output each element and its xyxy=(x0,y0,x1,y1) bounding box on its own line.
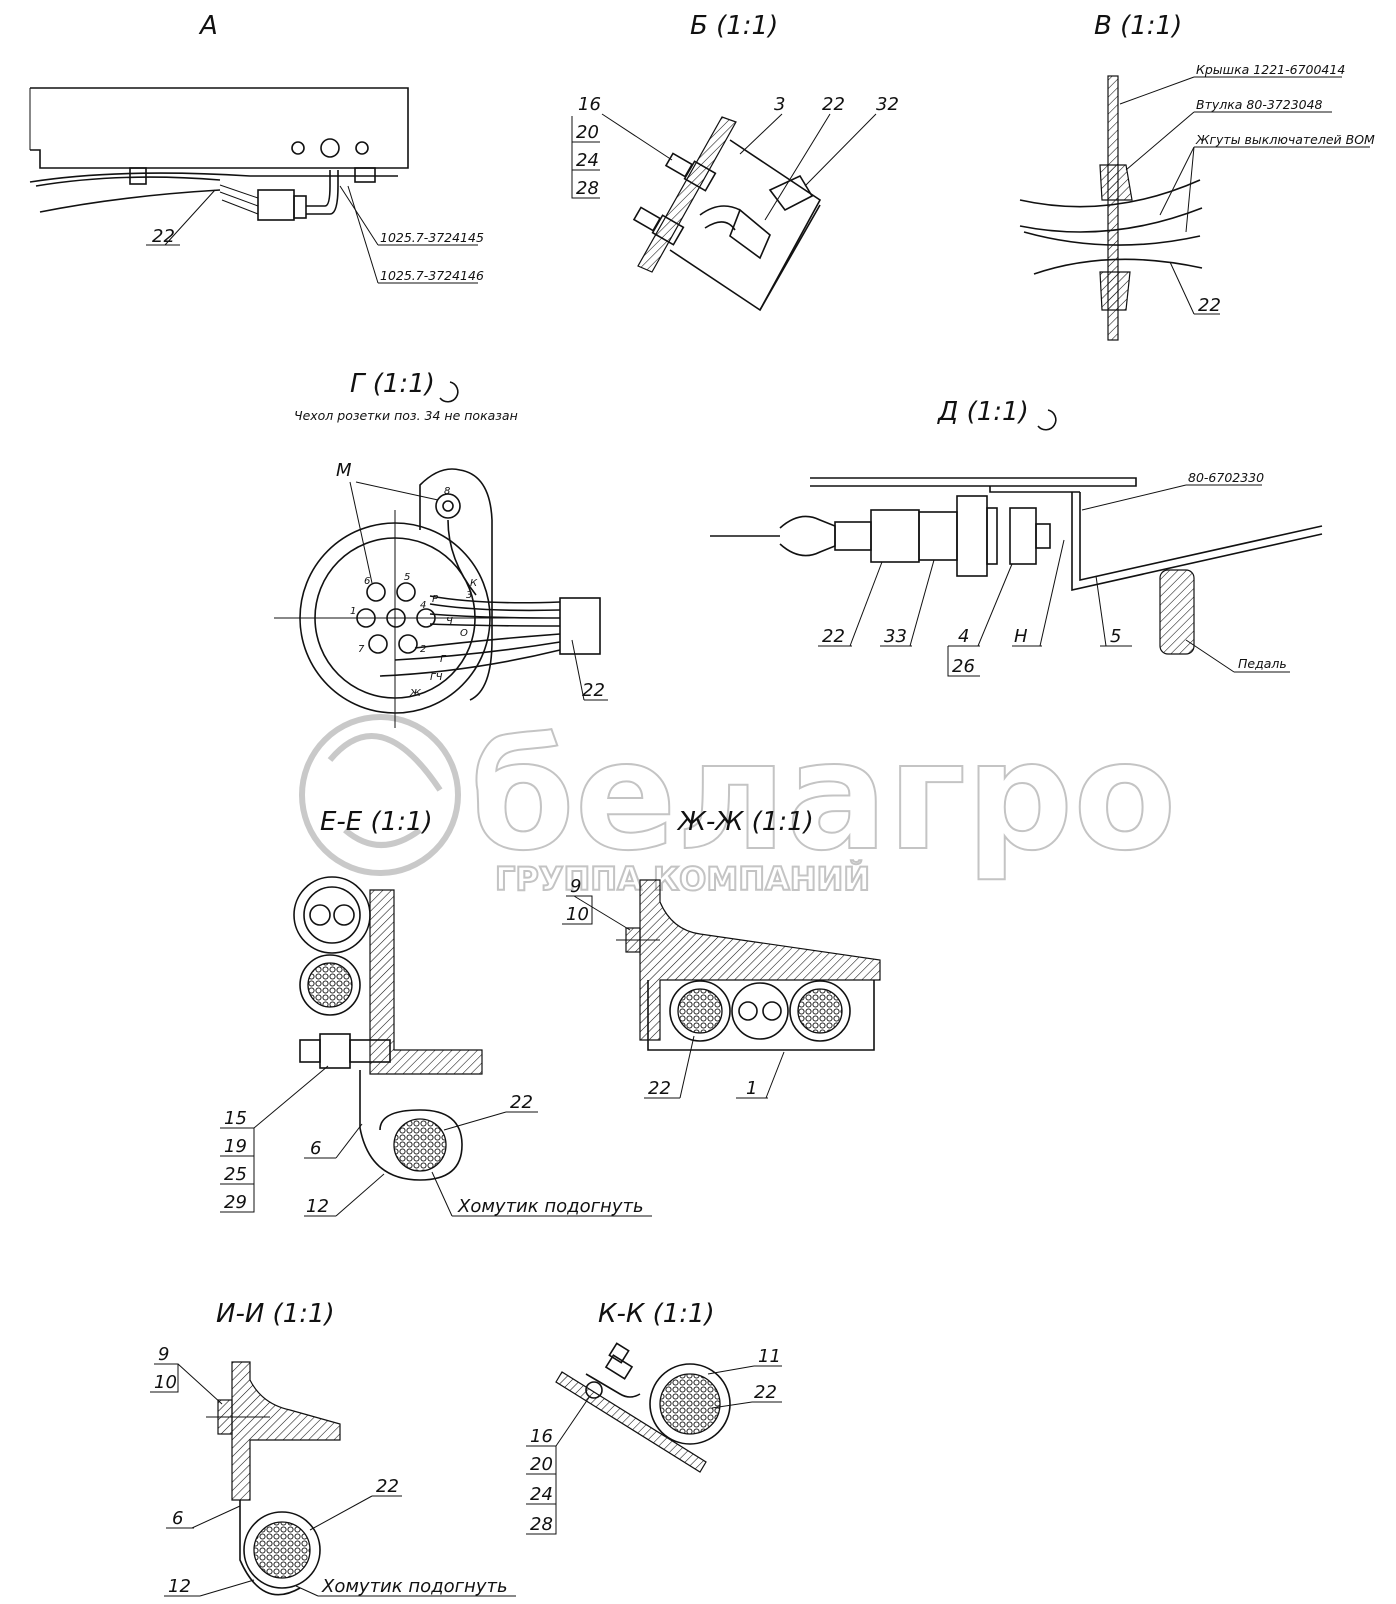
view-ii-label-22: 22 xyxy=(376,1476,399,1497)
view-a-label-22: 22 xyxy=(152,226,175,247)
wire-zh: Ж xyxy=(409,688,422,699)
pin-2: 2 xyxy=(420,644,426,655)
wire-g: Г xyxy=(440,654,447,665)
view-b-label-3: 3 xyxy=(774,94,785,115)
view-d-label-22: 22 xyxy=(822,626,845,647)
view-g-label-m: М xyxy=(336,460,352,481)
view-d-label-26: 26 xyxy=(952,656,975,677)
view-b: Б (1:1) 16 20 24 28 3 22 32 xyxy=(571,11,899,312)
view-zhzh-label-1: 1 xyxy=(746,1078,757,1099)
pin-4: 4 xyxy=(420,600,426,611)
rotation-icon xyxy=(439,381,459,403)
view-ee: Е-Е (1:1) 15 19 25 29 6 12 22 Хомутик по… xyxy=(220,807,652,1217)
view-ee-label-19: 19 xyxy=(224,1136,247,1157)
view-ii-label-6: 6 xyxy=(172,1508,183,1529)
view-zhzh: Ж-Ж (1:1) 9 10 22 1 xyxy=(562,807,881,1099)
view-g: Г (1:1) Чехол розетки поз. 34 не показан… xyxy=(274,369,608,728)
view-zhzh-label-9: 9 xyxy=(570,876,581,897)
view-b-title: Б (1:1) xyxy=(690,11,778,41)
pin-1: 1 xyxy=(350,606,356,617)
view-a-part-2: 1025.7-3724146 xyxy=(380,268,484,283)
view-ii: И-И (1:1) 9 10 6 12 22 Хомутик подогнуть xyxy=(150,1299,516,1597)
view-b-label-32: 32 xyxy=(876,94,899,115)
pin-8: 8 xyxy=(444,486,450,497)
view-d-label-33: 33 xyxy=(884,626,907,647)
view-ee-note: Хомутик подогнуть xyxy=(457,1196,644,1217)
view-d-label-5: 5 xyxy=(1110,626,1121,647)
view-ee-label-25: 25 xyxy=(224,1164,247,1185)
view-a-part-1: 1025.7-3724145 xyxy=(380,230,484,245)
wire-o: О xyxy=(460,628,468,639)
view-ee-label-22: 22 xyxy=(510,1092,533,1113)
wire-ch: Ч xyxy=(446,616,453,627)
view-ii-title: И-И (1:1) xyxy=(216,1299,335,1329)
view-ee-label-15: 15 xyxy=(224,1108,247,1129)
pin-3: 3 xyxy=(466,590,472,601)
view-kk-label-20: 20 xyxy=(530,1454,553,1475)
view-v: В (1:1) Крышка 1221-6700414 Втулка 80-37… xyxy=(1019,11,1375,341)
view-a: А 22 1025.7-3724145 1025.7-3724146 xyxy=(29,11,484,284)
view-b-label-20: 20 xyxy=(576,122,599,143)
view-zhzh-label-10: 10 xyxy=(566,904,589,925)
watermark-sub: ГРУППА КОМПАНИЙ xyxy=(495,860,870,898)
view-ii-label-9: 9 xyxy=(158,1344,169,1365)
view-ii-note: Хомутик подогнуть xyxy=(321,1576,508,1597)
watermark-brand: белагро xyxy=(470,710,1176,884)
view-kk-label-16: 16 xyxy=(530,1426,553,1447)
view-v-title: В (1:1) xyxy=(1094,11,1182,41)
wire-r: Р xyxy=(432,594,439,605)
view-ee-label-29: 29 xyxy=(224,1192,247,1213)
pin-7: 7 xyxy=(358,644,365,655)
view-g-title: Г (1:1) xyxy=(350,369,435,399)
view-kk-label-28: 28 xyxy=(530,1514,553,1535)
view-g-label-22: 22 xyxy=(582,680,605,701)
view-v-sleeve: Втулка 80-3723048 xyxy=(1196,97,1323,112)
view-d-title: Д (1:1) xyxy=(937,397,1029,427)
view-kk: К-К (1:1) 11 22 16 20 24 28 xyxy=(526,1299,782,1535)
view-ii-label-12: 12 xyxy=(168,1576,191,1597)
view-zhzh-title: Ж-Ж (1:1) xyxy=(676,807,814,837)
view-b-label-16: 16 xyxy=(578,94,601,115)
view-v-cover: Крышка 1221-6700414 xyxy=(1196,62,1345,77)
view-d-label-4: 4 xyxy=(958,626,969,647)
view-d: Д (1:1) 80-6702330 22 33 4 26 Н 5 xyxy=(710,397,1323,677)
wire-gch: ГЧ xyxy=(430,672,443,683)
view-v-label-22: 22 xyxy=(1198,295,1221,316)
pin-6: 6 xyxy=(364,576,370,587)
watermark-logo: белагро ГРУППА КОМПАНИЙ xyxy=(299,709,1177,899)
view-zhzh-label-22: 22 xyxy=(648,1078,671,1099)
view-kk-label-22: 22 xyxy=(754,1382,777,1403)
view-ee-label-6: 6 xyxy=(310,1138,321,1159)
view-g-note: Чехол розетки поз. 34 не показан xyxy=(294,408,518,423)
view-ee-label-12: 12 xyxy=(306,1196,329,1217)
view-a-title: А xyxy=(198,11,218,41)
view-d-part: 80-6702330 xyxy=(1188,470,1264,485)
view-b-label-24: 24 xyxy=(576,150,599,171)
view-d-label-n: Н xyxy=(1014,626,1028,647)
view-b-label-28: 28 xyxy=(576,178,599,199)
view-kk-title: К-К (1:1) xyxy=(598,1299,715,1329)
view-ii-label-10: 10 xyxy=(154,1372,177,1393)
view-kk-label-11: 11 xyxy=(758,1346,781,1367)
rotation-icon xyxy=(1037,409,1057,431)
wire-k: К xyxy=(470,578,478,589)
pin-5: 5 xyxy=(404,572,410,583)
view-kk-label-24: 24 xyxy=(530,1484,553,1505)
view-v-harness: Жгуты выключателей ВОМ xyxy=(1195,132,1375,147)
view-ee-title: Е-Е (1:1) xyxy=(320,807,433,837)
view-b-label-22: 22 xyxy=(822,94,845,115)
view-d-pedal: Педаль xyxy=(1238,656,1287,671)
